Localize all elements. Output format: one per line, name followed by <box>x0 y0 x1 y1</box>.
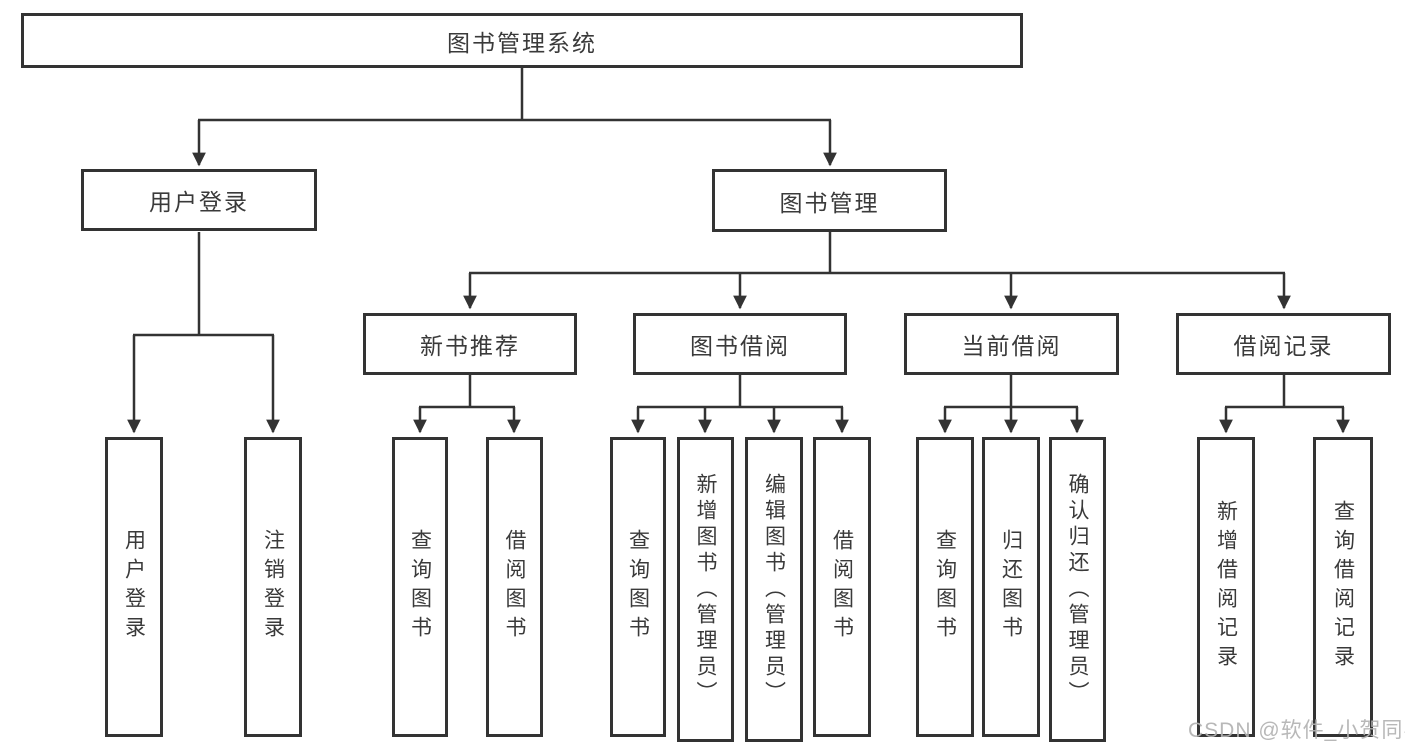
node-new-book-recommend: 新书推荐 <box>363 313 577 375</box>
node-bb-add-book-admin: 新增图书（管理员） <box>677 437 734 742</box>
node-logout-leaf: 注销登录 <box>244 437 302 737</box>
node-current-borrow: 当前借阅 <box>904 313 1119 375</box>
node-cb-return-book: 归还图书 <box>982 437 1040 737</box>
node-nb-query-book: 查询图书 <box>392 437 448 737</box>
node-library-system: 图书管理系统 <box>21 13 1023 68</box>
csdn-watermark: CSDN @软件_小贺同学 <box>1188 719 1405 742</box>
node-bb-query-book: 查询图书 <box>610 437 666 737</box>
node-user-login-leaf: 用户登录 <box>105 437 163 737</box>
node-book-management-module: 图书管理 <box>712 169 947 232</box>
node-cb-query-book: 查询图书 <box>916 437 974 737</box>
node-bb-borrow-book: 借阅图书 <box>813 437 871 737</box>
node-book-borrow: 图书借阅 <box>633 313 847 375</box>
node-br-query-record: 查询借阅记录 <box>1313 437 1373 737</box>
node-user-login-module: 用户登录 <box>81 169 317 231</box>
node-nb-borrow-book: 借阅图书 <box>486 437 543 737</box>
node-cb-confirm-return-admin: 确认归还（管理员） <box>1049 437 1106 742</box>
node-borrow-record: 借阅记录 <box>1176 313 1391 375</box>
node-br-add-record: 新增借阅记录 <box>1197 437 1255 737</box>
node-bb-edit-book-admin: 编辑图书（管理员） <box>745 437 803 742</box>
